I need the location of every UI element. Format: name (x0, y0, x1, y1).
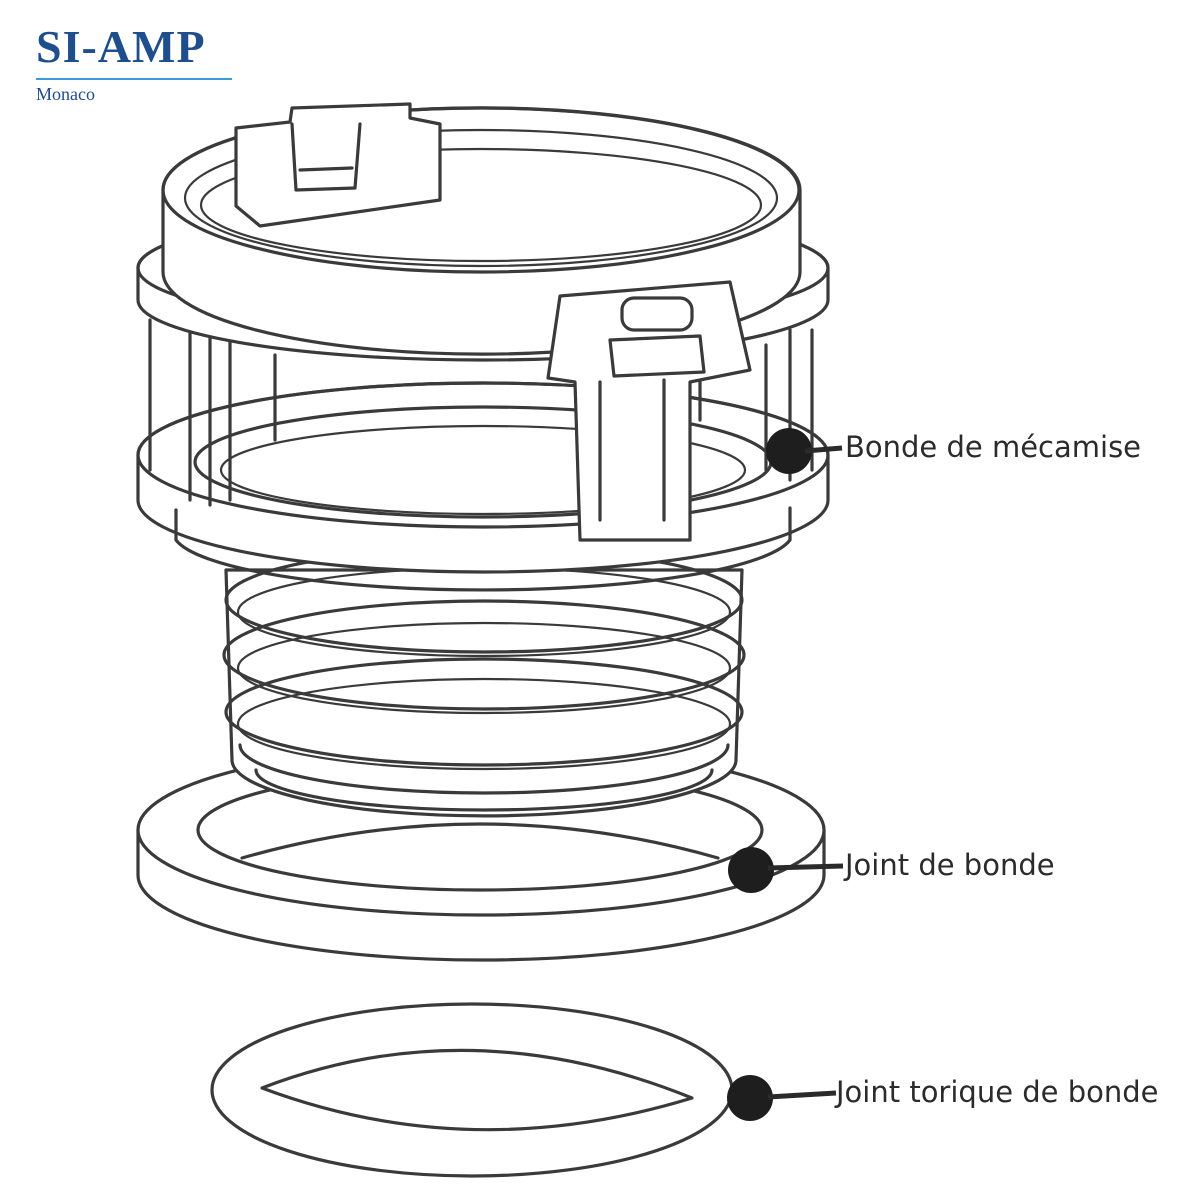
siamp-logo: SI‑AMP Monaco (36, 22, 236, 112)
callout-dot-joint (728, 847, 774, 893)
o-ring-part (210, 1002, 734, 1178)
logo-subtitle: Monaco (36, 84, 95, 104)
callout-label-torique: Joint torique de bonde (836, 1075, 1159, 1109)
threaded-body (222, 546, 746, 818)
callout-dot-bonde (766, 428, 812, 474)
callout-leaders (727, 428, 844, 1121)
callout-label-joint: Joint de bonde (845, 848, 1055, 882)
callout-label-bonde: Bonde de mécamise (845, 430, 1142, 464)
logo-wordmark: SI‑AMP (36, 21, 206, 72)
logo-underline (36, 78, 232, 80)
drain-cage-part (136, 102, 830, 592)
callout-dot-torique (727, 1075, 773, 1121)
